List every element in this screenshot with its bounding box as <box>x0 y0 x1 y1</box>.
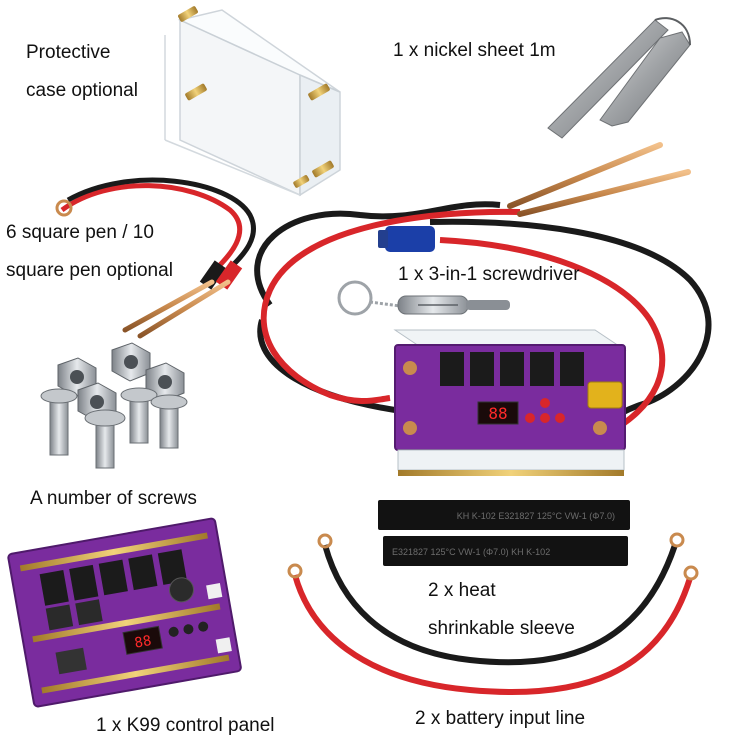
heat-shrink-sleeve-icon: KH K-102 E321827 125°C VW-1 (Φ7.0) E3218… <box>378 500 630 566</box>
label-pen-line1: 6 square pen / 10 <box>6 222 154 243</box>
board-display-digits: 88 <box>133 633 152 652</box>
sleeve-print-2: E321827 125°C VW-1 (Φ7.0) KH K-102 <box>392 547 550 557</box>
assembled-welder-icon: 88 <box>393 329 627 476</box>
label-battery-line: 2 x battery input line <box>415 708 586 729</box>
k99-control-board-icon: 88 <box>7 517 242 708</box>
nickel-strip-icon <box>547 17 691 139</box>
battery-cable-icon <box>287 532 699 695</box>
screws-nuts-icon <box>40 342 188 469</box>
label-screws: A number of screws <box>30 488 197 509</box>
acrylic-case-icon <box>164 6 341 197</box>
label-sleeve-line1: 2 x heat <box>428 580 496 601</box>
label-control-panel: 1 x K99 control panel <box>96 715 275 736</box>
label-nickel-sheet: 1 x nickel sheet 1m <box>393 40 556 61</box>
screwdriver-keychain-icon <box>337 280 510 316</box>
label-sleeve-line2: shrinkable sleeve <box>428 618 575 639</box>
welder-cables <box>254 142 712 435</box>
label-case-line1: Protective <box>26 42 111 63</box>
label-screwdriver: 1 x 3-in-1 screwdriver <box>398 264 580 285</box>
label-pen-line2: square pen optional <box>6 260 173 281</box>
welder-display-digits: 88 <box>488 404 507 423</box>
welding-pen-icon <box>55 177 256 339</box>
label-case-line2: case optional <box>26 80 138 101</box>
sleeve-print-1: KH K-102 E321827 125°C VW-1 (Φ7.0) <box>457 511 615 521</box>
